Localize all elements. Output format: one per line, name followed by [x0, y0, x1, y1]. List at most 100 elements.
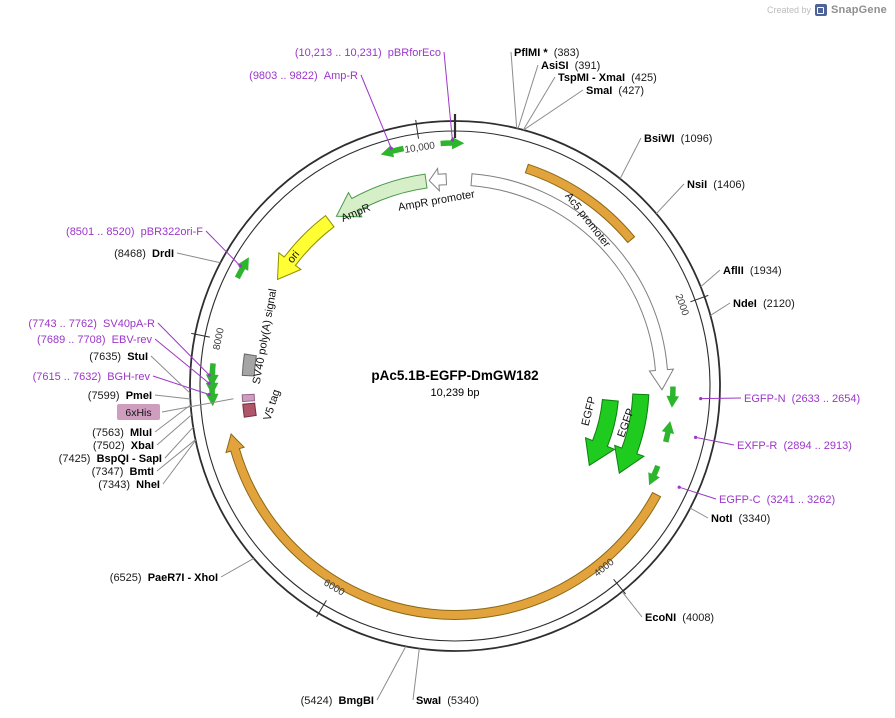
- enzyme-connector: [376, 646, 407, 701]
- feature-gw182-orf: [225, 433, 662, 620]
- primer-connector-dot: [694, 435, 698, 439]
- enzyme-connector: [689, 507, 709, 519]
- tick-label: 4000: [592, 556, 617, 579]
- enzyme-label-ndei: NdeI (2120): [733, 298, 795, 310]
- feature-6xhis: [241, 393, 256, 403]
- enzyme-connector: [700, 269, 721, 288]
- enzyme-label-aflii: AflII (1934): [723, 265, 782, 277]
- watermark: Created by SnapGene: [767, 4, 887, 16]
- primer-arrow-bgh-rev: [205, 382, 219, 407]
- primer-arrow-egfp-c: [648, 464, 661, 486]
- enzyme-connector: [523, 89, 584, 131]
- primer-connector: [700, 397, 742, 400]
- primer-connector-dot: [677, 485, 681, 489]
- enzyme-label-drdi: (8468) DrdI: [114, 248, 174, 260]
- enzyme-connector: [517, 64, 539, 129]
- feature-label-v5-tag: V5 tag: [262, 388, 283, 422]
- primer-connector: [443, 51, 453, 141]
- enzyme-connector: [220, 557, 254, 578]
- feature-egfp-2: [584, 399, 619, 467]
- enzyme-label-noti: NotI (3340): [711, 513, 770, 525]
- primer-connector-dot: [450, 138, 454, 142]
- enzyme-label-tspmi-xmai: TspMI - XmaI (425): [558, 72, 657, 84]
- primer-connector: [154, 338, 210, 384]
- primer-connector-dot: [699, 397, 703, 401]
- his-tag-connector: [161, 398, 234, 413]
- primer-connector-dot: [389, 146, 393, 150]
- tick-mark: [613, 578, 626, 595]
- enzyme-label-smai: SmaI (427): [586, 85, 644, 97]
- feature-ampr: [335, 173, 428, 218]
- feature-label-sv40-polya-signal: SV40 poly(A) signal: [251, 288, 280, 385]
- feature-ori: [276, 214, 335, 281]
- primer-label-pbr322ori-f: (8501 .. 8520) pBR322ori-F: [66, 226, 203, 238]
- feature-v5-tag: [242, 402, 257, 418]
- enzyme-label-pmei: (7599) PmeI: [88, 390, 152, 402]
- primer-arrow-exfp-r: [661, 421, 675, 443]
- enzyme-label-bmgbi: (5424) BmgBI: [301, 695, 374, 707]
- enzyme-label-paer7i-xhoi: (6525) PaeR7I - XhoI: [110, 572, 218, 584]
- his-tag-label-bg: [117, 404, 160, 420]
- enzyme-connector: [156, 414, 192, 446]
- tick-label: 2000: [673, 293, 691, 318]
- feature-upstream-region: [524, 163, 636, 244]
- feature-sv40-polya-signal: [241, 353, 257, 377]
- primer-label-sv40pa-r: (7743 .. 7762) SV40pA-R: [28, 318, 155, 330]
- feature-egfp-1: [614, 393, 650, 474]
- watermark-brand: SnapGene: [830, 4, 887, 16]
- tick-label: 10,000: [404, 140, 436, 155]
- primer-arrow-amp-r: [380, 145, 405, 158]
- primer-connector-dot: [207, 373, 211, 377]
- enzyme-connector: [510, 51, 518, 129]
- enzyme-label-asisi: AsiSI (391): [541, 60, 600, 72]
- enzyme-label-stui: (7635) StuI: [89, 351, 148, 363]
- primer-connector-dot: [238, 264, 242, 268]
- primer-label-egfp-n: EGFP-N (2633 .. 2654): [744, 393, 860, 405]
- enzyme-label-xbai: (7502) XbaI: [93, 440, 154, 452]
- enzyme-connector: [522, 76, 556, 131]
- enzyme-connector: [154, 404, 192, 433]
- primer-label-ebv-rev: (7689 .. 7708) EBV-rev: [37, 334, 152, 346]
- enzyme-connector: [150, 355, 191, 394]
- enzyme-connector: [710, 302, 731, 316]
- primer-connector: [205, 230, 241, 267]
- primer-label-bgh-rev: (7615 .. 7632) BGH-rev: [33, 371, 151, 383]
- primer-arrow-pbrforeco: [440, 136, 465, 150]
- plasmid-ring-inner: [199, 130, 711, 642]
- watermark-created-by: Created by: [766, 5, 811, 15]
- enzyme-connector: [655, 183, 685, 215]
- features-layer: [205, 136, 680, 620]
- feature-ac5-promoter: [470, 173, 675, 391]
- enzyme-connector: [412, 648, 420, 701]
- tick-mark: [191, 332, 210, 338]
- enzyme-label-bmti: (7347) BmtI: [92, 466, 154, 478]
- connectors-layer: [150, 51, 742, 701]
- tick-mark: [690, 294, 709, 303]
- enzyme-label-bsiwi: BsiWI (1096): [644, 133, 712, 145]
- feature-label-ampr-promoter: AmpR promoter: [397, 188, 476, 213]
- primer-connector: [679, 486, 717, 500]
- snapgene-logo-icon: [814, 4, 827, 16]
- enzyme-label-swai: SwaI (5340): [416, 695, 479, 707]
- feature-label-egfp-2: EGFP: [580, 395, 599, 427]
- plasmid-name: pAc5.1B-EGFP-DmGW182: [371, 368, 538, 383]
- enzyme-connector: [162, 440, 197, 485]
- his-tag-label: 6xHis: [125, 407, 151, 419]
- enzyme-label-nhei: (7343) NheI: [98, 479, 160, 491]
- enzyme-connector: [619, 137, 642, 179]
- enzyme-label-econi: EcoNI (4008): [645, 612, 714, 624]
- enzyme-connector: [176, 252, 221, 264]
- primer-label-amp-r: (9803 .. 9822) Amp-R: [249, 70, 358, 82]
- enzyme-connector: [156, 439, 196, 472]
- tick-mark: [316, 600, 327, 617]
- primer-label-egfp-c: EGFP-C (3241 .. 3262): [719, 494, 835, 506]
- enzyme-connector: [164, 426, 194, 459]
- enzyme-label-bspqi-sapi: (7425) BspQI - SapI: [59, 453, 162, 465]
- tick-label: 8000: [212, 327, 227, 351]
- primer-arrow-pbr322ori-f: [234, 257, 249, 280]
- primer-connector: [695, 436, 735, 446]
- primer-label-pbrforeco: (10,213 .. 10,231) pBRforEco: [295, 47, 441, 59]
